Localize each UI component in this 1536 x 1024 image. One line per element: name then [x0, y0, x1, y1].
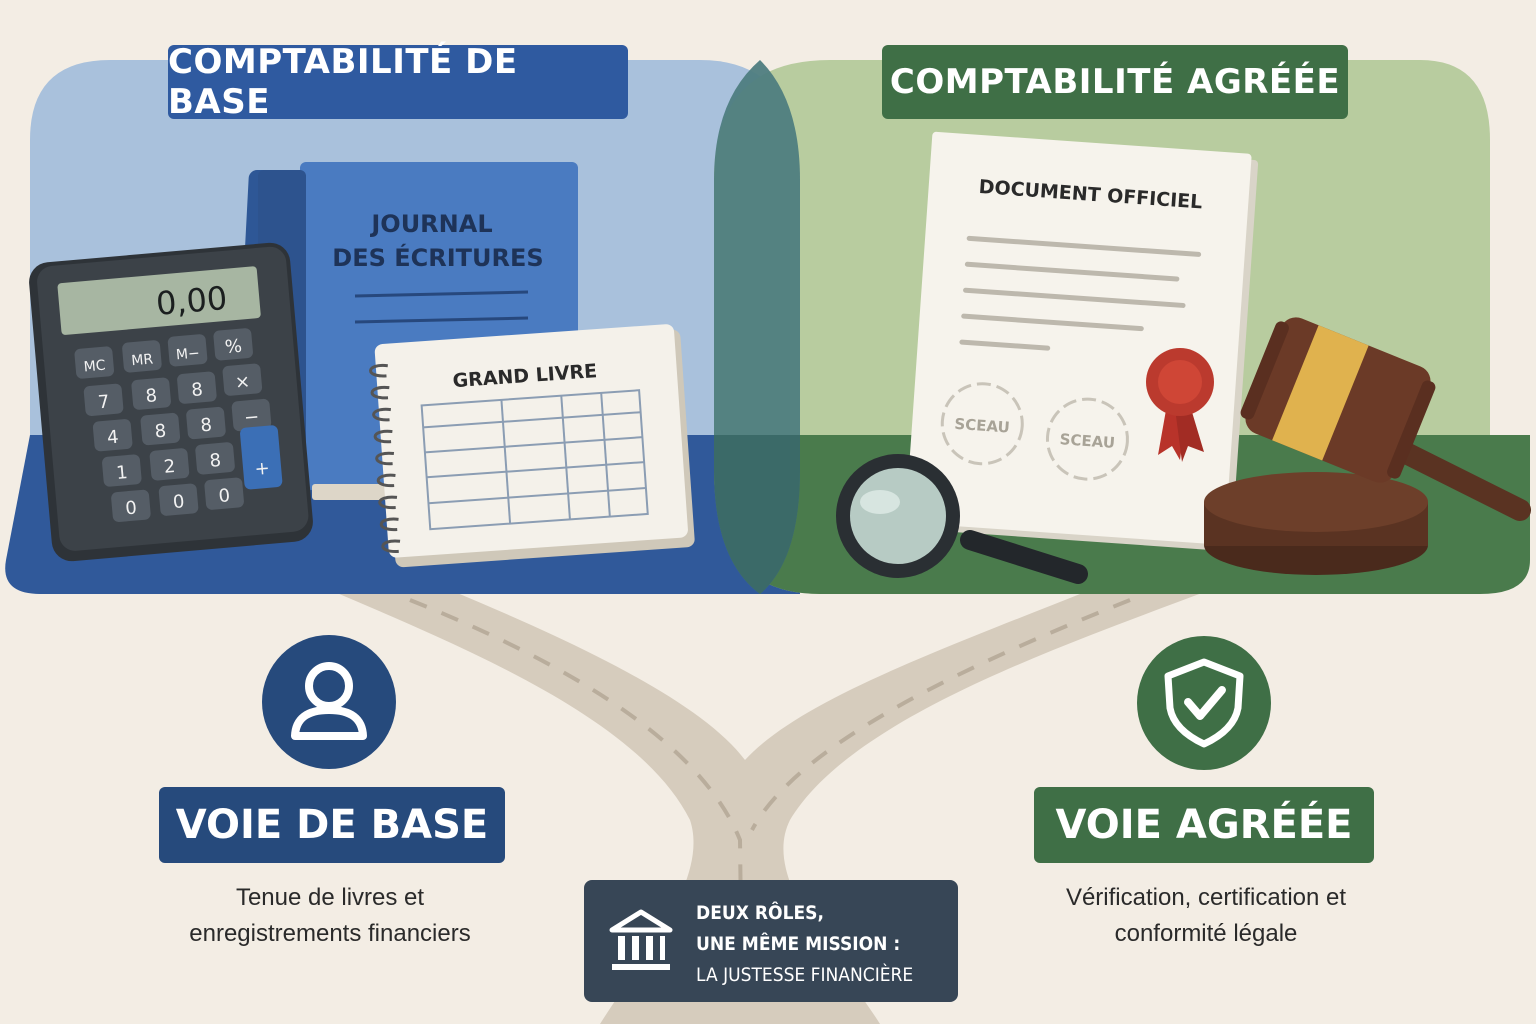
calculator-key	[131, 377, 171, 410]
right-panel-title: COMPTABILITÉ AGRÉÉE	[882, 45, 1348, 119]
spiral-ring	[373, 429, 393, 444]
calculator-key	[186, 406, 226, 440]
official-document: DOCUMENT OFFICIEL SCEAU SCEAU	[905, 131, 1259, 552]
calculator-key-label: ×	[234, 371, 251, 393]
calculator-key	[240, 425, 283, 490]
shield-check-icon	[1137, 636, 1271, 770]
calculator-key-label: +	[254, 458, 271, 480]
calculator-key	[149, 448, 190, 481]
calculator-key	[111, 489, 151, 522]
spiral-ring	[369, 364, 388, 378]
spiral-ring	[370, 385, 390, 400]
basic-path-description: Tenue de livres et enregistrements finan…	[140, 880, 520, 952]
ledger-notebook: GRAND LIVRE	[369, 324, 695, 568]
spiral-ring	[381, 539, 401, 553]
wax-seal-icon	[1146, 348, 1214, 462]
calculator-key-label: −	[243, 406, 260, 428]
mission-line-1: DEUX RÔLES,	[696, 902, 824, 924]
calculator-key	[140, 412, 181, 446]
calculator-key	[231, 398, 272, 432]
seal-label-1: SCEAU	[954, 415, 1011, 437]
user-icon	[262, 635, 396, 769]
calculator-key-label: 0	[125, 497, 138, 519]
calculator-key-label: 0	[172, 491, 185, 513]
left-panel-title: COMPTABILITÉ DE BASE	[168, 42, 628, 122]
spiral-ring	[375, 451, 395, 466]
spiral-ring	[376, 473, 396, 488]
certified-path-desc-line-2: conformité légale	[1114, 920, 1298, 947]
calculator-key	[92, 419, 133, 452]
calculator-key-label: 0	[218, 485, 231, 507]
certified-path-label: VOIE AGRÉÉE	[1034, 787, 1374, 863]
seal-stamp-2	[1045, 397, 1129, 481]
spiral-ring	[372, 407, 392, 422]
calculator-key	[177, 371, 217, 404]
calculator-key-label: 8	[154, 421, 167, 443]
calculator-key-label: 4	[106, 427, 119, 449]
forked-road	[330, 590, 1210, 1024]
seal-stamp-1	[940, 382, 1024, 466]
calculator-key-label: 8	[209, 450, 222, 472]
magnifying-glass-icon	[836, 454, 1088, 584]
spiral-ring	[378, 495, 398, 510]
basic-path-desc-line-1: Tenue de livres et	[235, 884, 425, 911]
gavel-icon	[1204, 317, 1531, 575]
institution-icon	[609, 909, 673, 970]
calculator-key-label: 8	[145, 385, 158, 407]
mission-box: DEUX RÔLES, UNE MÊME MISSION : LA JUSTES…	[584, 880, 958, 1002]
mission-line-2: UNE MÊME MISSION :	[696, 933, 901, 955]
calculator-key	[102, 454, 142, 487]
calculator-key-label: MC	[83, 358, 106, 376]
calculator-key-label: 8	[190, 379, 203, 401]
calculator-key-label: 8	[200, 415, 213, 437]
certified-path-description: Vérification, certification et conformit…	[1010, 880, 1402, 952]
calculator-key	[167, 334, 208, 367]
mission-line-3: LA JUSTESSE FINANCIÈRE	[696, 964, 914, 986]
calculator-key	[222, 363, 263, 396]
calculator-key-label: 2	[163, 456, 176, 478]
calculator-key	[204, 477, 244, 510]
basic-path-desc-line-2: enregistrements financiers	[189, 920, 471, 947]
basic-path-label: VOIE DE BASE	[159, 787, 505, 863]
calculator-key-label: 7	[97, 391, 110, 413]
journal-title-2: DES ÉCRITURES	[332, 243, 543, 272]
calculator-key	[122, 340, 162, 373]
calculator-key-label: 1	[115, 462, 128, 484]
seal-label-2: SCEAU	[1059, 430, 1116, 452]
spiral-ring	[379, 517, 399, 531]
certified-path-desc-line-1: Vérification, certification et	[1065, 884, 1347, 911]
calculator-key-label: %	[224, 336, 243, 358]
calculator-key-label: M−	[175, 345, 200, 363]
calculator-key	[158, 483, 199, 516]
calculator-key	[213, 328, 253, 361]
calculator-key	[195, 442, 235, 475]
calculator-key	[74, 346, 115, 379]
journal-title-1: JOURNAL	[369, 210, 492, 238]
calculator-key-label: MR	[131, 351, 154, 369]
calculator-display: 0,00	[154, 279, 228, 323]
calculator-key	[83, 383, 124, 416]
